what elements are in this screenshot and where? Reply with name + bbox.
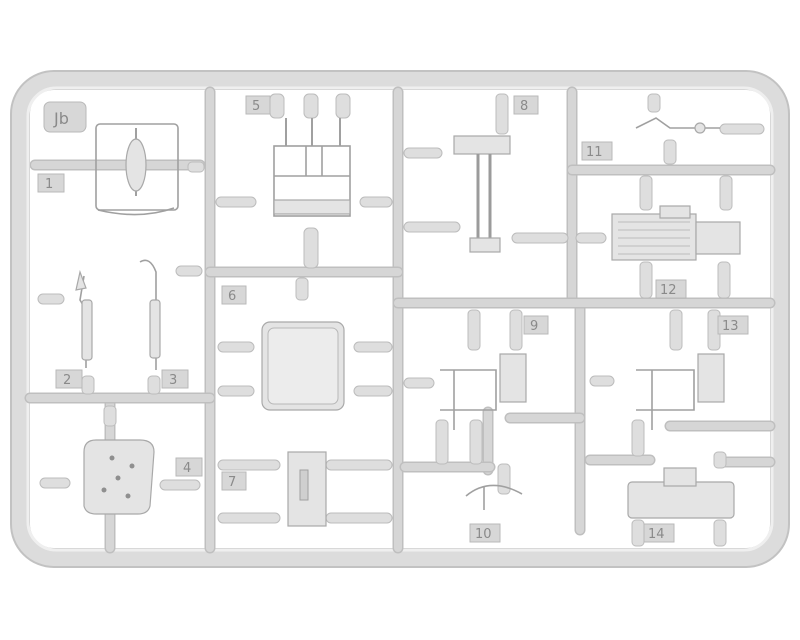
tag-1: 1 [37, 173, 65, 193]
part-number-7: 7 [228, 475, 236, 490]
tag-2: 2 [55, 369, 83, 389]
inner-runners [24, 86, 776, 554]
sprue-gates [37, 93, 765, 547]
tag-8: 8 [513, 95, 539, 115]
part-number-6: 6 [228, 289, 236, 304]
tag-12: 12 [655, 279, 687, 299]
part-number-1: 1 [45, 177, 53, 192]
part-number-13: 13 [722, 319, 739, 334]
part-11-link [635, 117, 720, 134]
tag-3: 3 [161, 369, 189, 389]
part-13-fork [636, 353, 725, 430]
tag-7: 7 [221, 471, 247, 491]
part-number-8: 8 [520, 99, 528, 114]
tag-13: 13 [717, 315, 749, 335]
part-number-4: 4 [183, 461, 191, 476]
tag-5: 5 [245, 95, 271, 115]
part-number-2: 2 [63, 373, 71, 388]
part-number-5: 5 [252, 99, 260, 114]
part-5-rack [273, 118, 351, 217]
tag-6: 6 [221, 285, 247, 305]
part-number-11: 11 [586, 145, 603, 160]
part-14-tank [627, 467, 735, 519]
part-4-seat [83, 439, 155, 515]
sprue-id-text: Jb [53, 109, 69, 128]
part-10-hook [465, 484, 523, 510]
tag-14: 14 [643, 523, 675, 543]
part-number-12: 12 [660, 283, 677, 298]
part-3-lever [139, 259, 161, 370]
part-number-9: 9 [530, 319, 538, 334]
outer-frame [10, 70, 790, 568]
part-number-10: 10 [475, 527, 492, 542]
part-2-lever [75, 269, 93, 368]
part-number-tags: 1 2 3 4 5 6 7 8 9 10 11 12 13 14 [37, 95, 749, 543]
tag-10: 10 [469, 523, 501, 543]
part-9-fork [440, 353, 527, 430]
part-12-engine-block [611, 205, 741, 261]
tag-4: 4 [175, 457, 203, 477]
part-number-14: 14 [648, 527, 665, 542]
part-7-bracket [287, 451, 327, 527]
sprue-id-tag: Jb [43, 101, 87, 133]
part-6-box [261, 321, 345, 411]
part-number-3: 3 [169, 373, 177, 388]
part-1-frame [95, 123, 179, 216]
part-8-column [453, 135, 511, 253]
tag-9: 9 [523, 315, 549, 335]
tag-11: 11 [581, 141, 613, 161]
